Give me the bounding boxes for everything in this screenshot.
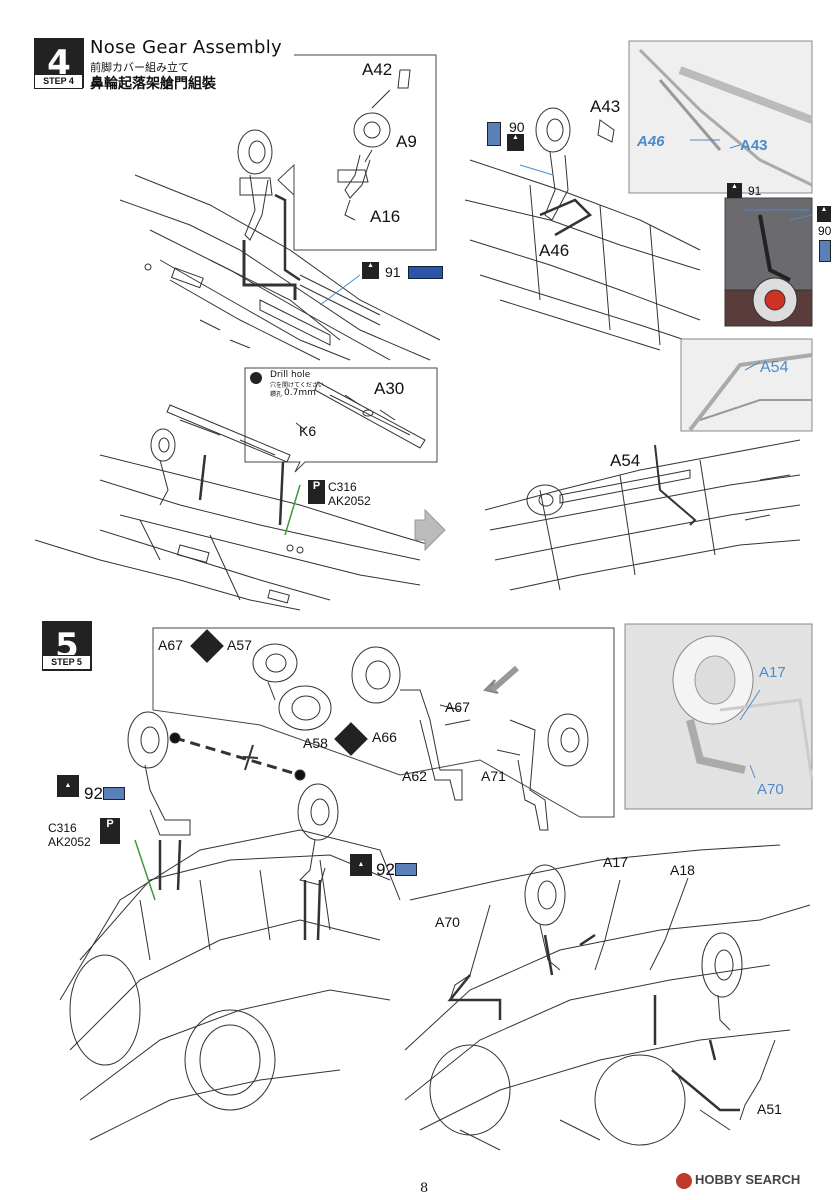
decal-icon: ▲ (507, 134, 524, 151)
decal-icon: ▲ (350, 854, 372, 876)
paint-chip-icon (103, 787, 125, 800)
part-label-k6: K6 (299, 423, 317, 439)
part-label-a66: A66 (372, 729, 397, 745)
decal-icon: ▲ (362, 262, 379, 279)
part-label-a46: A46 (539, 241, 570, 260)
part-label-a42: A42 (362, 60, 393, 79)
step4-title-zh: 鼻輪起落架艙門組裝 (90, 76, 216, 92)
paint-code-ak2052-step5: AK2052 (48, 835, 91, 849)
paint-icon: P (100, 818, 120, 844)
drill-note-zh: 鑽孔 (270, 391, 283, 398)
part-label-a43: A43 (590, 97, 621, 116)
paint-code-c316: C316 (328, 480, 357, 494)
decal-number-92-left: 92 (84, 784, 103, 803)
part-label-a67-top: A67 (158, 637, 183, 653)
part-label-a71: A71 (481, 768, 506, 784)
step5-tag: STEP 5 (42, 655, 91, 670)
part-label-a9: A9 (396, 132, 417, 151)
paint-icon: P (308, 480, 325, 504)
part-label-a16: A16 (370, 207, 401, 226)
paint-code-ak2052: AK2052 (328, 494, 371, 508)
drill-note-jp: 穴を開けてください (270, 382, 324, 389)
part-label-a17: A17 (603, 854, 628, 870)
paint-chip-icon (395, 863, 417, 876)
paint-code-c316-step5: C316 (48, 821, 77, 835)
decal-number-90-photo: 90 (818, 224, 832, 238)
brand-watermark: HOBBY SEARCH (695, 1172, 801, 1187)
photo-label-a70: A70 (757, 781, 784, 798)
part-label-a67: A67 (445, 699, 470, 715)
part-label-a51: A51 (757, 1101, 782, 1117)
photo-label-a17: A17 (759, 664, 786, 681)
decal-number-91-photo: 91 (748, 184, 762, 198)
decal-icon: ▲ (57, 775, 79, 797)
drill-icon (250, 372, 262, 384)
step4-title-jp: 前脚カバー組み立て (90, 61, 189, 74)
step4-tag: STEP 4 (34, 74, 83, 89)
decal-number-90: 90 (509, 119, 525, 135)
color-swatch-icon (408, 266, 443, 279)
decal-number-92-right: 92 (376, 860, 395, 879)
part-label-a62: A62 (402, 768, 427, 784)
part-label-a58: A58 (303, 735, 328, 751)
drill-title: Drill hole (270, 370, 311, 380)
hobby-search-logo-icon (676, 1173, 692, 1189)
part-label-a57: A57 (227, 637, 252, 653)
photo-label-a43: A43 (740, 137, 768, 154)
decal-icon: ▲ (817, 206, 831, 222)
step4-title-en: Nose Gear Assembly (90, 37, 282, 58)
paint-chip-icon (819, 240, 831, 262)
part-label-a30: A30 (374, 379, 405, 398)
photo-label-a54: A54 (760, 359, 789, 376)
decal-icon: ▲ (727, 183, 742, 198)
part-label-a54: A54 (610, 451, 641, 470)
decal-number-91: 91 (385, 264, 401, 280)
part-label-a70: A70 (435, 914, 460, 930)
part-label-a18: A18 (670, 862, 695, 878)
drill-size: 0.7mm (284, 388, 316, 398)
paint-chip-icon (487, 122, 501, 146)
photo-label-a46: A46 (637, 133, 665, 150)
page-number: 8 (420, 1181, 429, 1196)
